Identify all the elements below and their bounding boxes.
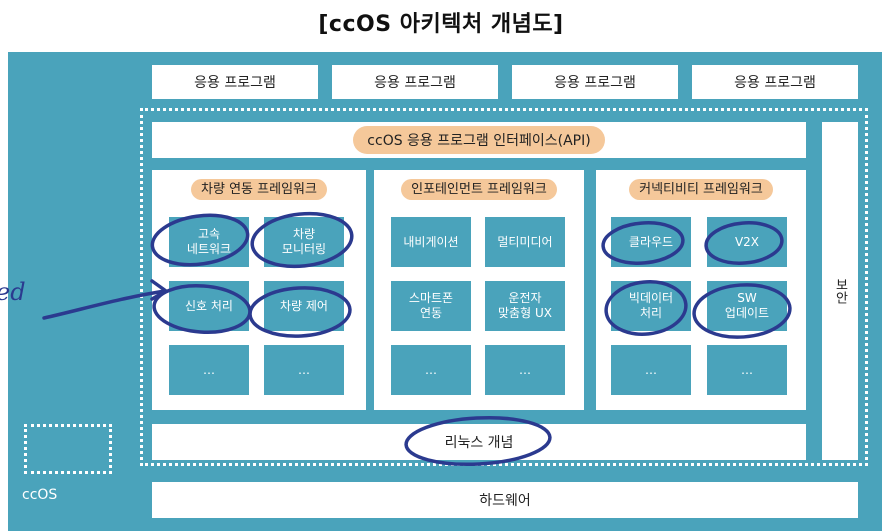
framework-infotainment-title: 인포테인먼트 프레임워크: [401, 179, 557, 200]
app-box-1: 응용 프로그램: [152, 65, 318, 99]
hardware-bar: 하드웨어: [152, 482, 858, 518]
module-more-5: …: [611, 345, 691, 395]
module-more-1: …: [169, 345, 249, 395]
module-multimedia: 멀티미디어: [485, 217, 565, 267]
module-vehicle-control: 차량 제어: [264, 281, 344, 331]
framework-connectivity-title: 커넥티비티 프레임워크: [629, 179, 773, 200]
framework-vehicle-title: 차량 연동 프레임워크: [191, 179, 327, 200]
module-more-6: …: [707, 345, 787, 395]
module-v2x: V2X: [707, 217, 787, 267]
module-more-4: …: [485, 345, 565, 395]
app-box-3: 응용 프로그램: [512, 65, 678, 99]
api-bar: ccOS 응용 프로그램 인터페이스(API): [152, 122, 806, 158]
ccos-label: ccOS: [22, 487, 58, 503]
linux-bar: 리눅스 개념: [152, 424, 806, 460]
api-label: ccOS 응용 프로그램 인터페이스(API): [353, 126, 605, 154]
module-more-3: …: [391, 345, 471, 395]
module-signal-processing: 신호 처리: [169, 281, 249, 331]
module-more-2: …: [264, 345, 344, 395]
security-bar: 보안: [822, 122, 858, 460]
app-box-4: 응용 프로그램: [692, 65, 858, 99]
diagram-title: [ccOS 아키텍처 개념도]: [318, 12, 564, 37]
module-cloud: 클라우드: [611, 217, 691, 267]
ccos-legend-box: [24, 424, 112, 474]
app-box-2: 응용 프로그램: [332, 65, 498, 99]
module-navigation: 내비게이션: [391, 217, 471, 267]
